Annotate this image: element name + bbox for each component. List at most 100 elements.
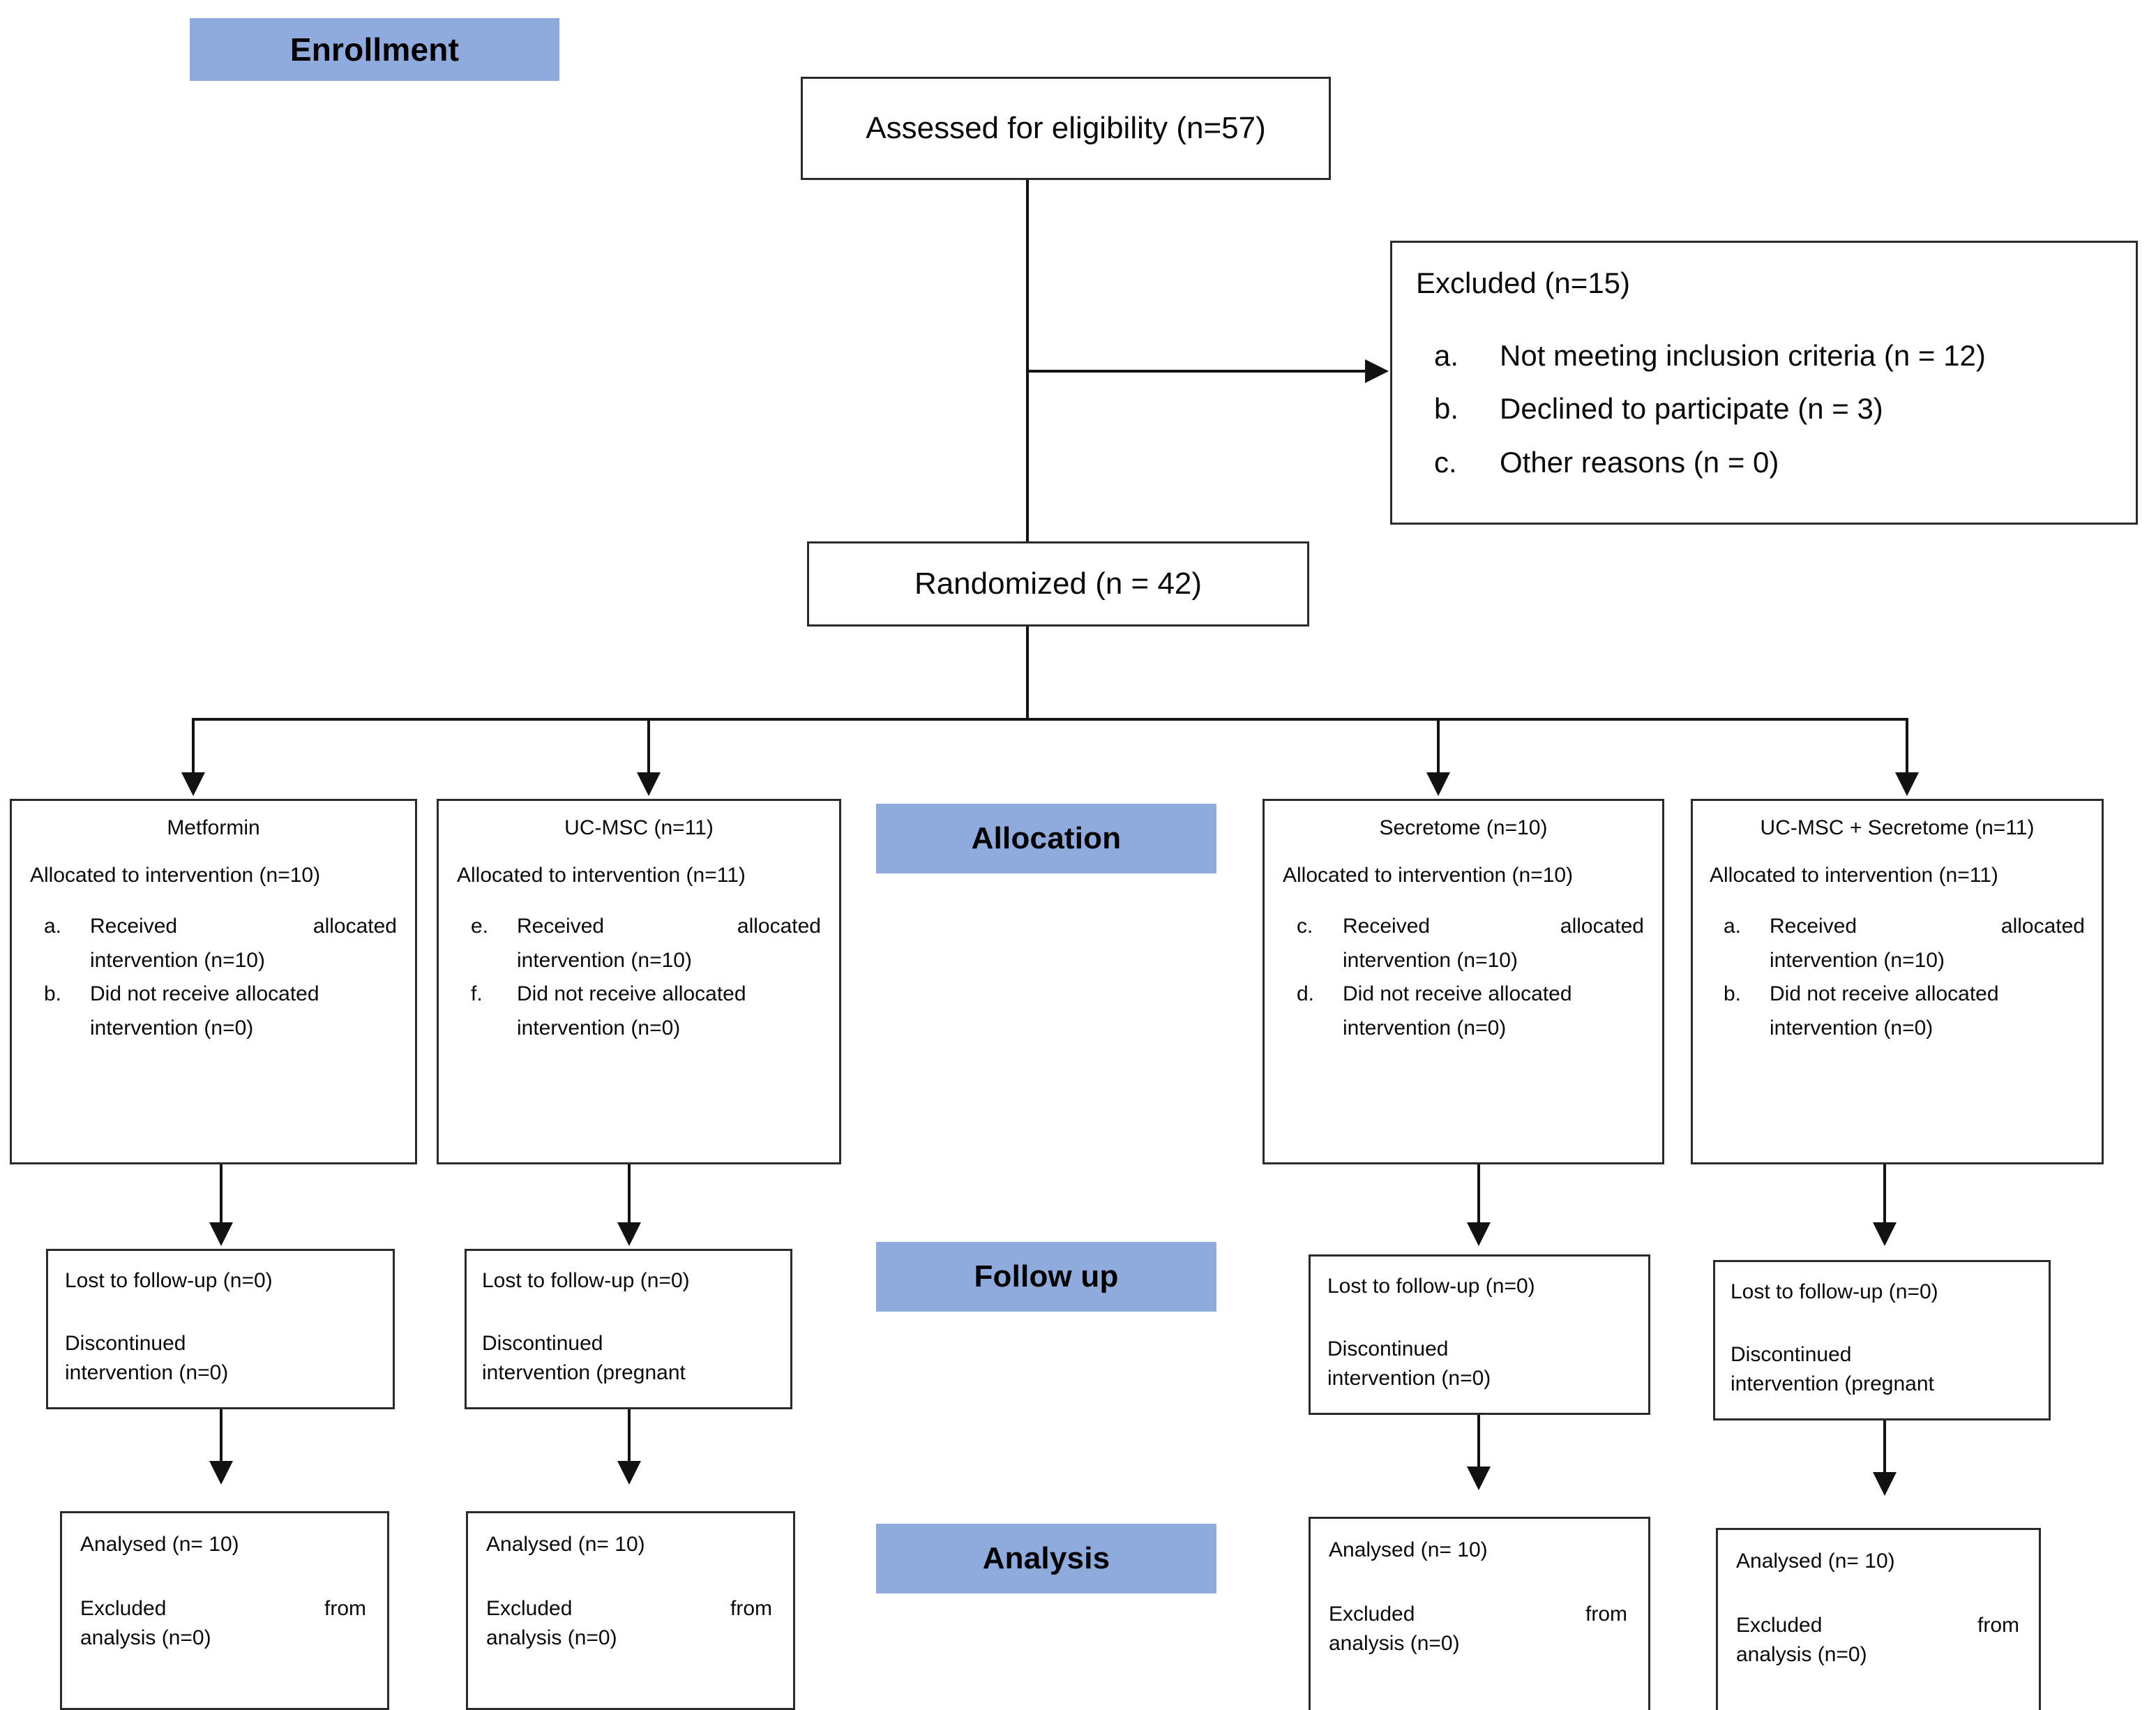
analysis-excluded-word1: Excluded: [486, 1597, 573, 1620]
excluded-reason-item: c. Other reasons (n = 0): [1416, 436, 2115, 489]
allocation-title: Secretome (n=10): [1379, 816, 1548, 839]
connector-drop-arm-1: [192, 718, 195, 775]
connector-drop-arm-3: [1437, 718, 1440, 775]
excluded-reason-item: b. Declined to participate (n = 3): [1416, 382, 2115, 435]
list-text-line2: intervention (n=10): [517, 948, 692, 972]
allocation-title: UC-MSC (n=11): [564, 816, 714, 839]
node-followup-metformin: Lost to follow-up (n=0) Discontinued int…: [46, 1249, 395, 1409]
allocation-item: c. Received allocated intervention (n=10…: [1283, 910, 1644, 977]
list-text: Did not receive allocated: [517, 982, 746, 1006]
followup-disc-line1: Discontinued: [65, 1332, 186, 1355]
list-text-line2: intervention (n=10): [1770, 948, 1945, 972]
list-marker: d.: [1297, 982, 1315, 1006]
node-analysis-ucmsc-secretome: Analysed (n= 10) Excluded from analysis …: [1716, 1528, 2041, 1710]
analysis-excluded-line2: analysis (n=0): [486, 1626, 617, 1649]
stage-banner-allocation: Allocation: [876, 804, 1216, 873]
node-allocation-metformin: Metformin Allocated to intervention (n=1…: [10, 799, 417, 1164]
analysis-excluded-line1: Excluded from: [1736, 1614, 2019, 1637]
stage-banner-analysis: Analysis: [876, 1524, 1216, 1593]
list-text-line2: intervention (n=10): [1343, 948, 1518, 972]
analysis-excluded-line1: Excluded from: [486, 1597, 772, 1621]
list-text-line2: intervention (n=10): [90, 948, 265, 972]
connector-alloc4-to-followup4: [1883, 1164, 1886, 1234]
connector-followup1-to-analysis1: [220, 1409, 223, 1467]
analysis-excluded-word1: Excluded: [1329, 1603, 1415, 1626]
followup-disc-line2: intervention (n=0): [65, 1361, 229, 1384]
followup-disc-line2: intervention (n=0): [1327, 1367, 1491, 1390]
stage-banner-followup: Follow up: [876, 1242, 1216, 1312]
connector-to-excluded: [1026, 370, 1368, 373]
connector-alloc2-to-followup2: [628, 1164, 631, 1234]
arrow-analysis-1-icon: [209, 1461, 233, 1485]
arrow-followup-1-icon: [209, 1222, 233, 1246]
node-assessed-label: Assessed for eligibility (n=57): [866, 111, 1266, 145]
allocation-title: UC-MSC + Secretome (n=11): [1760, 816, 2035, 839]
list-text-line2: intervention (n=0): [517, 1016, 681, 1040]
allocation-item: e. Received allocated intervention (n=10…: [457, 910, 821, 977]
analysis-excluded-line2: analysis (n=0): [1736, 1643, 1867, 1666]
followup-disc-line1: Discontinued: [482, 1332, 603, 1355]
analysis-excluded-word2: from: [1585, 1603, 1627, 1626]
list-marker: e.: [471, 915, 489, 938]
list-text: Did not receive allocated: [1343, 982, 1572, 1006]
list-text-tail: allocated: [737, 915, 821, 938]
allocation-allocated: Allocated to intervention (n=11): [1710, 864, 1998, 887]
analysis-analysed: Analysed (n= 10): [1329, 1538, 1488, 1561]
followup-disc-line2: intervention (pregnant: [482, 1361, 686, 1384]
allocation-title: Metformin: [167, 816, 260, 839]
list-text: Did not receive allocated: [1770, 982, 1999, 1006]
node-excluded: Excluded (n=15) a. Not meeting inclusion…: [1390, 241, 2138, 525]
analysis-analysed: Analysed (n= 10): [1736, 1550, 1895, 1573]
allocation-item-list: e. Received allocated intervention (n=10…: [457, 910, 821, 1045]
list-text: Received: [1770, 915, 1857, 938]
list-marker: c.: [1434, 445, 1457, 479]
arrow-arm-1-icon: [181, 772, 205, 796]
list-marker: b.: [44, 982, 62, 1006]
node-assessed-for-eligibility: Assessed for eligibility (n=57): [801, 77, 1331, 180]
allocation-item: a. Received allocated intervention (n=10…: [30, 910, 397, 977]
allocation-item-list: c. Received allocated intervention (n=10…: [1283, 910, 1644, 1045]
connector-followup2-to-analysis2: [628, 1409, 631, 1467]
analysis-excluded-word1: Excluded: [1736, 1614, 1823, 1637]
list-text-line2: intervention (n=0): [1770, 1016, 1933, 1040]
arrow-analysis-4-icon: [1873, 1472, 1897, 1496]
stage-banner-allocation-label: Allocation: [971, 821, 1122, 855]
followup-disc-line2: intervention (pregnant: [1731, 1372, 1934, 1395]
allocation-item: b. Did not receive allocated interventio…: [1710, 977, 2085, 1045]
followup-disc-line1: Discontinued: [1731, 1343, 1852, 1366]
stage-banner-enrollment: Enrollment: [190, 18, 559, 81]
connector-drop-arm-2: [647, 718, 650, 775]
excluded-heading: Excluded (n=15): [1416, 267, 1631, 299]
analysis-excluded-word1: Excluded: [80, 1597, 167, 1620]
connector-alloc1-to-followup1: [220, 1164, 223, 1234]
node-followup-secretome: Lost to follow-up (n=0) Discontinued int…: [1309, 1254, 1650, 1415]
connector-followup3-to-analysis3: [1477, 1415, 1480, 1472]
analysis-excluded-line2: analysis (n=0): [80, 1626, 211, 1649]
analysis-excluded-line1: Excluded from: [1329, 1603, 1627, 1626]
node-randomized-label: Randomized (n = 42): [914, 567, 1203, 601]
arrow-arm-2-icon: [637, 772, 661, 796]
list-text-tail: allocated: [2000, 915, 2085, 938]
list-text: Received: [517, 915, 605, 938]
followup-lost: Lost to follow-up (n=0): [482, 1269, 690, 1292]
allocation-item: d. Did not receive allocated interventio…: [1283, 977, 1644, 1045]
connector-assessed-to-randomized: [1026, 180, 1029, 541]
connector-followup4-to-analysis4: [1883, 1420, 1886, 1478]
allocation-item-list: a. Received allocated intervention (n=10…: [1710, 910, 2085, 1045]
node-followup-ucmsc-secretome: Lost to follow-up (n=0) Discontinued int…: [1713, 1260, 2051, 1420]
list-text-tail: allocated: [312, 915, 397, 938]
allocation-allocated: Allocated to intervention (n=10): [30, 864, 321, 887]
list-text-tail: allocated: [1560, 915, 1644, 938]
node-allocation-secretome: Secretome (n=10) Allocated to interventi…: [1262, 799, 1664, 1164]
allocation-allocated: Allocated to intervention (n=11): [457, 864, 746, 887]
arrow-followup-2-icon: [617, 1222, 641, 1246]
analysis-analysed: Analysed (n= 10): [486, 1533, 645, 1556]
list-marker: c.: [1297, 915, 1313, 938]
excluded-reason-item: a. Not meeting inclusion criteria (n = 1…: [1416, 329, 2115, 382]
list-text: Other reasons (n = 0): [1500, 445, 1779, 479]
list-marker: b.: [1724, 982, 1742, 1006]
followup-lost: Lost to follow-up (n=0): [1731, 1280, 1938, 1303]
arrow-to-excluded-icon: [1365, 359, 1389, 383]
node-randomized: Randomized (n = 42): [807, 541, 1309, 627]
